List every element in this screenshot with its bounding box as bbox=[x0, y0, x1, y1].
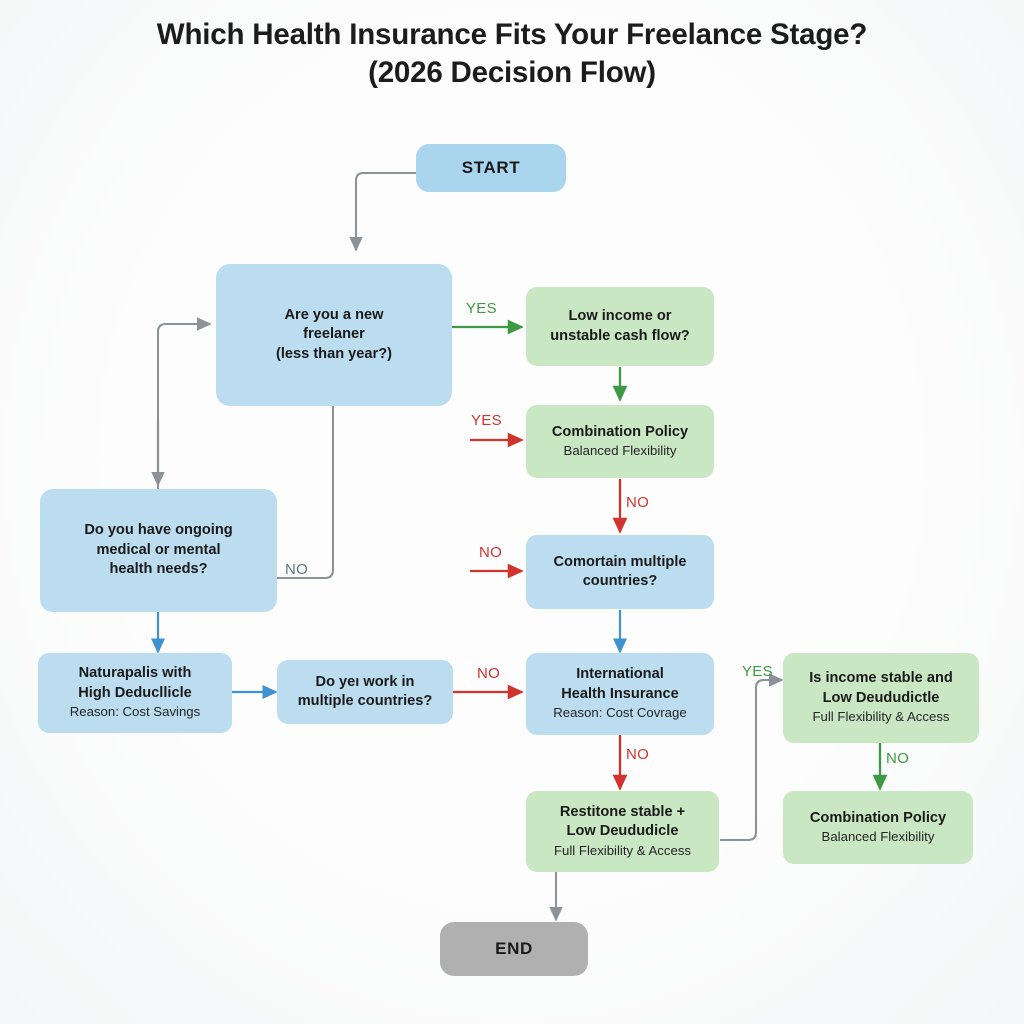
edge-label-no-comortain: NO bbox=[479, 544, 503, 561]
node-low-income[interactable]: Low income or unstable cash flow? bbox=[526, 287, 714, 366]
node-naturapalis-title1: Naturapalis with bbox=[78, 665, 192, 682]
edge-label-yes-combination: YES bbox=[471, 412, 502, 429]
node-start[interactable]: START bbox=[416, 144, 566, 192]
node-end-label: END bbox=[495, 939, 533, 959]
edge-label-no-international: NO bbox=[626, 746, 650, 763]
edge-label-yes-new-freelancer: YES bbox=[466, 300, 497, 317]
node-new-freelancer-line1: Are you a new bbox=[284, 306, 384, 323]
edge-label-no-income-stable: NO bbox=[886, 750, 910, 767]
node-income-stable-title2: Low Deududictle bbox=[822, 689, 940, 706]
node-low-income-line1: Low income or bbox=[568, 308, 672, 324]
node-combination-policy-right-subtitle: Balanced Flexibility bbox=[821, 829, 935, 844]
node-work-multiple-countries[interactable]: Do yeı work in multiple countries? bbox=[277, 660, 453, 724]
node-combination-policy-middle-subtitle: Balanced Flexibility bbox=[563, 443, 677, 458]
edge-restitone-yes-to-income-stable bbox=[720, 673, 784, 842]
node-international-subtitle: Reason: Cost Covrage bbox=[553, 705, 687, 721]
node-new-freelancer-line3: (less than year?) bbox=[276, 345, 392, 362]
node-start-label: START bbox=[461, 158, 521, 178]
edge-label-no-combination: NO bbox=[626, 494, 650, 511]
edge-start-to-new-freelancer bbox=[349, 171, 416, 252]
node-restitone-title2: Low Deududicle bbox=[566, 823, 679, 840]
node-comortain-countries-line2: countries? bbox=[582, 573, 658, 589]
node-naturapalis-title2: High Deducllicle bbox=[78, 684, 192, 701]
node-ongoing-needs[interactable]: Do you have ongoing medical or mental he… bbox=[40, 489, 277, 612]
node-international-health-insurance[interactable]: International Health Insurance Reason: C… bbox=[526, 653, 714, 735]
node-combination-policy-middle-title: Combination Policy bbox=[551, 423, 689, 440]
node-new-freelancer-line2: freelaner bbox=[303, 326, 365, 343]
node-ongoing-needs-line3: health needs? bbox=[109, 561, 208, 578]
node-naturapalis[interactable]: Naturapalis with High Deducllicle Reason… bbox=[38, 653, 232, 733]
node-income-stable-right[interactable]: Is income stable and Low Deududictle Ful… bbox=[783, 653, 979, 743]
node-work-multiple-countries-line2: multiple countries? bbox=[297, 693, 433, 709]
node-income-stable-title1: Is income stable and bbox=[809, 670, 953, 687]
node-international-title2: Health Insurance bbox=[561, 685, 679, 702]
node-naturapalis-subtitle: Reason: Cost Savings bbox=[69, 704, 201, 720]
node-ongoing-needs-line2: medical or mental bbox=[96, 541, 221, 558]
edge-label-no-work-multiple: NO bbox=[477, 665, 501, 682]
node-restitone-subtitle: Full Flexibility & Access bbox=[553, 842, 692, 858]
node-restitone-title1: Restitone stable + bbox=[559, 803, 686, 820]
node-new-freelancer[interactable]: Are you a new freelaner (less than year?… bbox=[216, 264, 452, 406]
node-combination-policy-middle[interactable]: Combination Policy Balanced Flexibility bbox=[526, 405, 714, 478]
node-work-multiple-countries-line1: Do yeı work in bbox=[315, 673, 415, 690]
node-income-stable-subtitle: Full Flexibility & Access bbox=[812, 709, 950, 725]
node-combination-policy-right[interactable]: Combination Policy Balanced Flexibility bbox=[783, 791, 973, 864]
node-comortain-countries-line1: Comortain multiple bbox=[553, 553, 687, 570]
title-line-1: Which Health Insurance Fits Your Freelan… bbox=[156, 18, 868, 51]
page-title: Which Health Insurance Fits Your Freelan… bbox=[0, 16, 1024, 92]
node-combination-policy-right-title: Combination Policy bbox=[809, 809, 947, 826]
node-international-title1: International bbox=[576, 666, 664, 683]
node-restitone-stable[interactable]: Restitone stable + Low Deududicle Full F… bbox=[526, 791, 719, 872]
node-comortain-countries[interactable]: Comortain multiple countries? bbox=[526, 535, 714, 609]
node-ongoing-needs-line1: Do you have ongoing bbox=[84, 522, 233, 539]
title-line-2: (2026 Decision Flow) bbox=[368, 56, 656, 89]
edge-label-no-new-freelancer: NO bbox=[285, 561, 309, 578]
node-end[interactable]: END bbox=[440, 922, 588, 976]
edge-label-yes-income-stable: YES bbox=[742, 663, 773, 680]
node-low-income-line2: unstable cash flow? bbox=[550, 327, 690, 344]
